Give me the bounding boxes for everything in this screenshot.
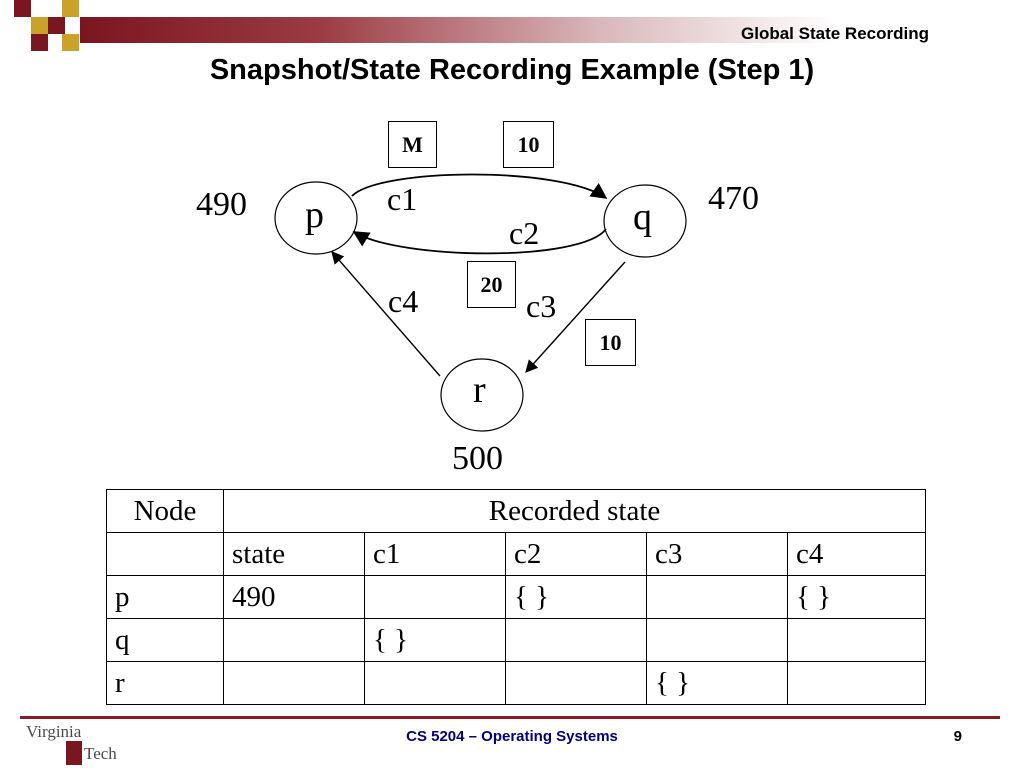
header-square (31, 34, 48, 51)
channel-c2-label: c2 (509, 215, 540, 251)
table-header-row: Node Recorded state (106, 489, 926, 533)
table-cell: { } (364, 618, 506, 662)
table-row: q { } (106, 618, 926, 662)
header-square (48, 17, 65, 34)
table-cell: c3 (646, 532, 788, 576)
logo-line2-text: Tech (84, 744, 117, 763)
table-cell: c2 (505, 532, 647, 576)
node-p-label: p (305, 194, 324, 236)
table-cell: 490 (223, 575, 365, 619)
message-box-c2: 20 (467, 261, 516, 308)
node-r-value: 500 (452, 440, 503, 477)
table-cell: c4 (787, 532, 926, 576)
footer-course: CS 5204 – Operating Systems (406, 728, 618, 745)
footer-divider (20, 716, 1000, 719)
section-label: Global State Recording (741, 24, 929, 43)
slide-title: Snapshot/State Recording Example (Step 1… (209, 54, 815, 86)
table-header-cell: Recorded state (223, 489, 926, 533)
table-cell (505, 618, 647, 662)
table-cell: state (223, 532, 365, 576)
table-cell (505, 661, 647, 705)
table-cell (364, 575, 506, 619)
channel-c3-label: c3 (526, 288, 557, 324)
node-p-value: 490 (196, 186, 247, 223)
virginia-tech-logo: Virginia Tech (26, 721, 136, 772)
message-box-m: M (388, 121, 437, 168)
node-q-label: q (633, 196, 652, 238)
node-q-value: 470 (708, 180, 759, 217)
table-cell: c1 (364, 532, 506, 576)
table-cell (646, 575, 788, 619)
table-cell (364, 661, 506, 705)
header-bar (80, 17, 1024, 43)
table-cell (646, 618, 788, 662)
table-cell: { } (787, 575, 926, 619)
header-square (62, 34, 79, 51)
table-cell (787, 618, 926, 662)
table-cell: r (106, 661, 224, 705)
table-cell: { } (646, 661, 788, 705)
channel-c4-label: c4 (388, 283, 419, 319)
node-r-label: r (473, 369, 486, 411)
message-box-c1: 10 (503, 121, 554, 168)
table-cell (223, 661, 365, 705)
message-box-c3: 10 (585, 319, 636, 366)
table-row: p 490 { } { } (106, 575, 926, 619)
table-cell: { } (505, 575, 647, 619)
logo-line1-text: Virginia (26, 722, 82, 741)
table-subheader-row: state c1 c2 c3 c4 (106, 532, 926, 576)
table-cell: q (106, 618, 224, 662)
header-square (31, 17, 48, 34)
table-header-cell: Node (106, 489, 224, 533)
table-cell (106, 532, 224, 576)
table-cell (223, 618, 365, 662)
table-cell (787, 661, 926, 705)
table-row: r { } (106, 661, 926, 705)
table-cell: p (106, 575, 224, 619)
channel-c2-arrow (352, 228, 607, 255)
recorded-state-table: Node Recorded state state c1 c2 c3 c4 p … (106, 489, 926, 705)
header-square (14, 0, 31, 17)
channel-c4-arrow (331, 251, 441, 377)
header-square (62, 0, 79, 17)
page-number: 9 (953, 728, 962, 745)
channel-c1-label: c1 (387, 181, 418, 217)
